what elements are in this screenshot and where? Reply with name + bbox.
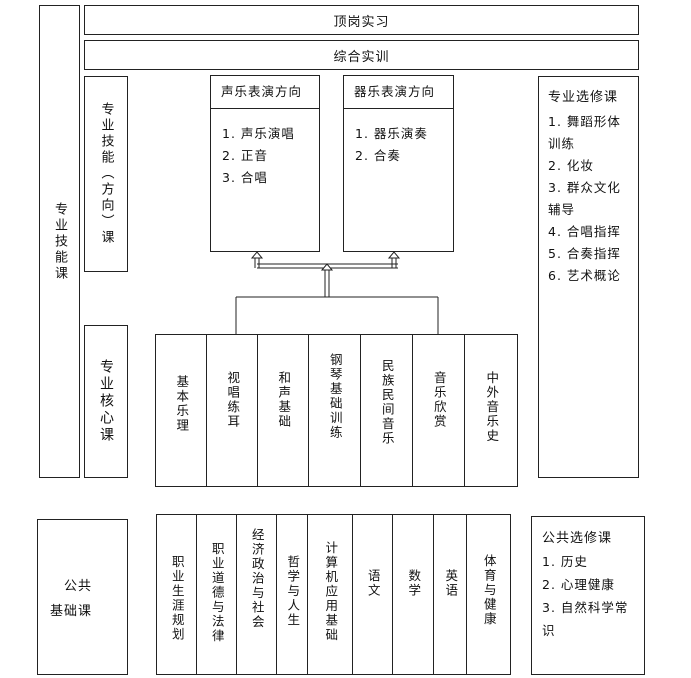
public-elective-list: 1. 历史 2. 心理健康 3. 自然科学常识 (542, 550, 636, 642)
elective-item: 3. 群众文化辅导 (548, 180, 621, 217)
public-course-cell: 英语 (434, 515, 467, 674)
public-course-label: 语文 (365, 569, 381, 598)
core-course-label: 钢琴基础训练 (327, 353, 343, 440)
professional-skills-label-box: 专业技能课 (39, 5, 80, 478)
comprehensive-training-label: 综合实训 (333, 49, 390, 65)
core-course-cell: 视唱练耳 (207, 335, 258, 486)
core-course-cell: 基本乐理 (156, 335, 207, 486)
public-course-label: 体育与健康 (481, 554, 497, 627)
internship-bar: 顶岗实习 (84, 5, 639, 35)
instrumental-direction-box: 器乐表演方向 1. 器乐演奏 2. 合奏 (343, 75, 454, 252)
core-courses-label: 专业核心课 (98, 359, 114, 444)
public-course-label: 职业道德与法律 (209, 542, 225, 644)
elective-item: 5. 合奏指挥 (548, 246, 621, 261)
public-course-label: 数学 (406, 569, 422, 598)
public-basic-label-box: 公共 基础课 (37, 519, 128, 675)
public-course-label: 职业生涯规划 (169, 555, 185, 642)
public-elective-item: 3. 自然科学常识 (542, 600, 629, 638)
core-course-cell: 和声基础 (258, 335, 309, 486)
public-course-cell: 体育与健康 (467, 515, 510, 674)
public-course-label: 英语 (443, 569, 459, 598)
instrumental-direction-list: 1. 器乐演奏 2. 合奏 (344, 109, 453, 167)
elective-item: 2. 化妆 (548, 158, 594, 173)
public-course-cell: 计算机应用基础 (308, 515, 353, 674)
public-elective-box: 公共选修课 1. 历史 2. 心理健康 3. 自然科学常识 (531, 516, 645, 675)
elective-item: 4. 合唱指挥 (548, 224, 621, 239)
public-elective-title: 公共选修课 (542, 531, 613, 546)
core-courses-label-box: 专业核心课 (84, 325, 128, 478)
public-basic-label-line2: 基础课 (50, 604, 93, 619)
core-course-label: 中外音乐史 (484, 371, 500, 444)
core-courses-table: 基本乐理 视唱练耳 和声基础 钢琴基础训练 民族民间音乐 音乐欣赏 中外音乐史 (155, 334, 518, 487)
vocal-item: 1. 声乐演唱 (222, 126, 295, 141)
direction-courses-label: 专业技能（方向）课 (98, 102, 114, 246)
core-course-label: 基本乐理 (174, 375, 190, 433)
core-course-cell: 中外音乐史 (465, 335, 517, 486)
core-course-label: 和声基础 (276, 371, 292, 429)
vocal-item: 3. 合唱 (222, 170, 268, 185)
public-basic-label-line1: 公共 (64, 579, 93, 594)
public-course-label: 计算机应用基础 (323, 541, 339, 643)
public-course-cell: 职业生涯规划 (157, 515, 197, 674)
public-elective-item: 1. 历史 (542, 554, 588, 569)
vocal-direction-box: 声乐表演方向 1. 声乐演唱 2. 正音 3. 合唱 (210, 75, 320, 252)
professional-elective-title: 专业选修课 (548, 90, 619, 105)
public-course-cell: 数学 (393, 515, 434, 674)
core-course-cell: 音乐欣赏 (413, 335, 465, 486)
vocal-direction-list: 1. 声乐演唱 2. 正音 3. 合唱 (211, 109, 319, 189)
public-course-label: 经济政治与社会 (249, 528, 265, 630)
core-course-label: 音乐欣赏 (431, 371, 447, 429)
instrumental-item: 1. 器乐演奏 (355, 126, 428, 141)
professional-elective-box: 专业选修课 1. 舞蹈形体训练 2. 化妆 3. 群众文化辅导 4. 合唱指挥 … (538, 76, 639, 478)
vocal-direction-title: 声乐表演方向 (211, 76, 319, 109)
vocal-item: 2. 正音 (222, 148, 268, 163)
instrumental-direction-title: 器乐表演方向 (344, 76, 453, 109)
public-course-cell: 经济政治与社会 (237, 515, 277, 674)
professional-elective-list: 1. 舞蹈形体训练 2. 化妆 3. 群众文化辅导 4. 合唱指挥 5. 合奏指… (548, 111, 630, 287)
public-course-cell: 职业道德与法律 (197, 515, 237, 674)
instrumental-item: 2. 合奏 (355, 148, 401, 163)
internship-label: 顶岗实习 (333, 14, 390, 30)
public-course-cell: 语文 (353, 515, 393, 674)
professional-skills-label: 专业技能课 (52, 201, 67, 282)
core-course-label: 民族民间音乐 (379, 359, 395, 446)
public-course-label: 哲学与人生 (285, 555, 301, 628)
direction-courses-label-box: 专业技能（方向）课 (84, 76, 128, 272)
core-course-label: 视唱练耳 (225, 371, 241, 429)
public-course-cell: 哲学与人生 (277, 515, 308, 674)
comprehensive-training-bar: 综合实训 (84, 40, 639, 70)
core-course-cell: 民族民间音乐 (361, 335, 413, 486)
public-courses-table: 职业生涯规划 职业道德与法律 经济政治与社会 哲学与人生 计算机应用基础 语文 … (156, 514, 511, 675)
elective-item: 1. 舞蹈形体训练 (548, 114, 621, 151)
elective-item: 6. 艺术概论 (548, 268, 621, 283)
core-course-cell: 钢琴基础训练 (309, 335, 361, 486)
public-elective-item: 2. 心理健康 (542, 577, 615, 592)
